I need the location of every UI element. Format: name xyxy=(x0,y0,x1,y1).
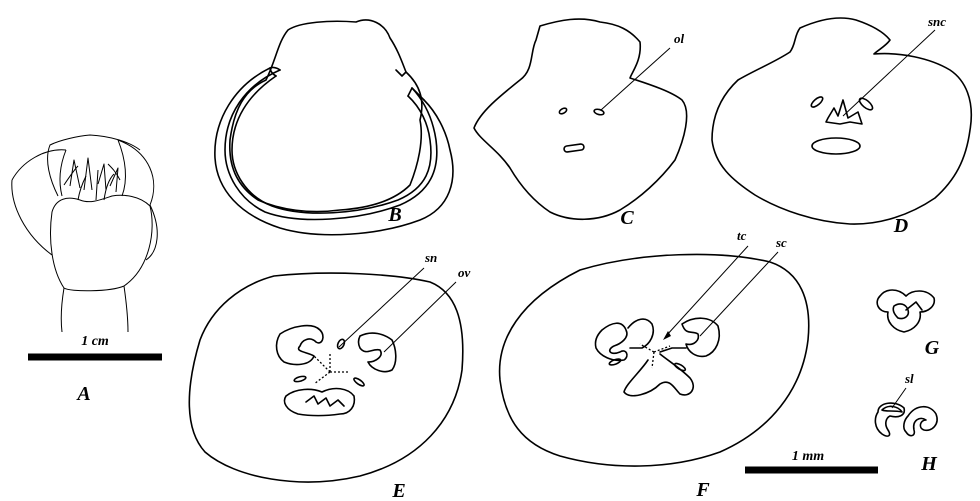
abbrev-tc: tc xyxy=(737,228,747,243)
abbrev-ol: ol xyxy=(674,31,685,46)
abbrev-sc: sc xyxy=(775,235,787,250)
leader-ol xyxy=(601,48,670,110)
panel-e-section xyxy=(189,273,462,482)
panel-h-section xyxy=(875,403,937,436)
abbrev-ov: ov xyxy=(458,265,471,280)
panel-a-flower-drawing xyxy=(12,135,157,332)
leader-snc xyxy=(843,30,935,116)
panel-g-section xyxy=(877,290,934,332)
panel-f-section xyxy=(500,254,809,466)
sections-scale-label: 1 mm xyxy=(792,449,824,464)
panel-label-d: D xyxy=(893,215,908,237)
flower-scale-label: 1 cm xyxy=(81,334,109,349)
panel-label-e: E xyxy=(391,480,405,501)
panel-label-c: C xyxy=(620,207,634,229)
leader-ov xyxy=(384,282,456,352)
panel-label-g: G xyxy=(925,337,940,359)
abbrev-sl: sl xyxy=(904,371,914,386)
panel-d-section xyxy=(712,18,971,224)
panel-label-a: A xyxy=(75,383,90,405)
panel-label-f: F xyxy=(695,479,710,501)
panel-label-h: H xyxy=(920,453,938,475)
leader-tc xyxy=(666,246,748,336)
abbrev-sn: sn xyxy=(424,250,437,265)
panel-c-section xyxy=(474,19,687,219)
panel-label-b: B xyxy=(387,204,401,226)
leader-sc xyxy=(700,252,778,336)
panel-b-section xyxy=(215,20,453,235)
abbrev-snc: snc xyxy=(927,14,946,29)
